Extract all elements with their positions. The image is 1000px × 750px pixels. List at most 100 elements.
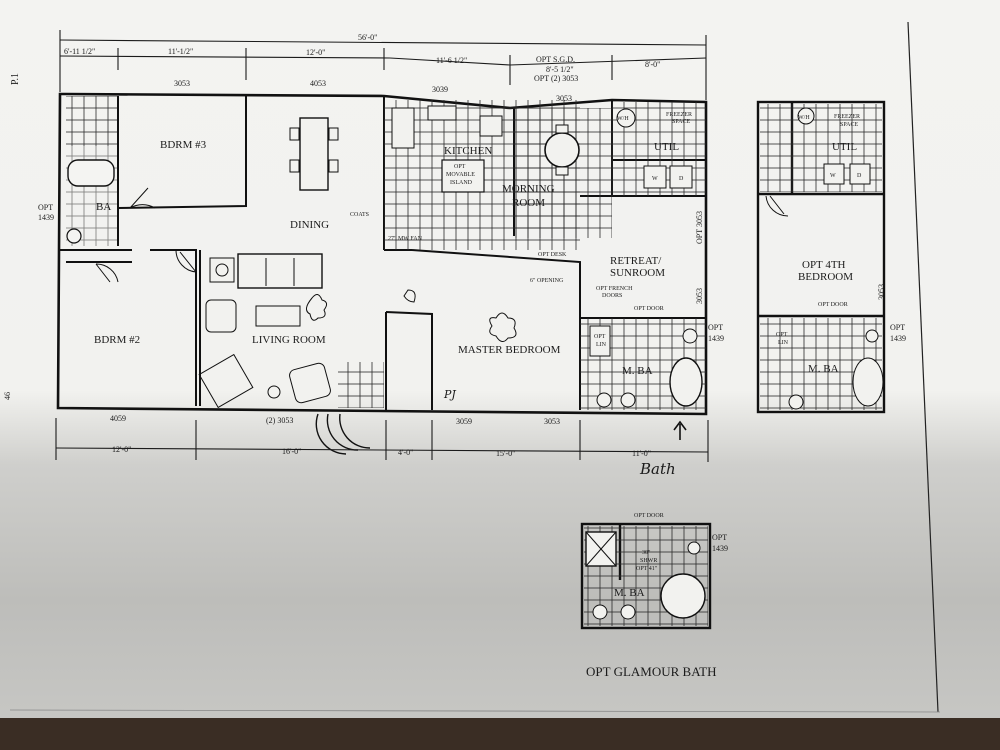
room-label-ba: BA — [96, 201, 111, 213]
dim-bottom-2: 16'-0" — [282, 447, 301, 456]
chair-icon — [289, 127, 300, 141]
stove-icon — [479, 115, 503, 137]
dining-table-icon — [299, 117, 329, 191]
door-swing-icon — [95, 263, 119, 283]
opt-lin-label-2: LIN — [596, 342, 607, 348]
end-table-icon — [209, 257, 235, 283]
opt-french-label-1: OPT FRENCH — [596, 286, 633, 292]
fridge-icon — [391, 107, 415, 149]
door-swing-icon — [403, 289, 416, 303]
alt-opt-lin-2: LIN — [778, 340, 789, 346]
opt-desk-label: OPT DESK — [538, 252, 567, 258]
shower-label-2: SHWR — [640, 558, 657, 564]
alt-opt-1439-1: OPT — [890, 323, 905, 332]
bath-top-tile — [66, 96, 118, 146]
room-label-dining: DINING — [290, 219, 329, 231]
island-label-2: MOVABLE — [446, 172, 475, 178]
room-label-mba: M. BA — [622, 365, 653, 377]
linen-closet-icon — [589, 325, 611, 357]
window-master-bottom-right: 3053 — [544, 417, 560, 426]
water-heater-icon — [797, 107, 815, 125]
room-label-retreat-2: SUNROOM — [610, 267, 665, 279]
glamour-bath-title: OPT GLAMOUR BATH — [586, 664, 717, 679]
window-master-bottom-left: 3059 — [456, 417, 472, 426]
sink-icon — [596, 392, 612, 408]
glamour-opt-door-label: OPT DOOR — [634, 513, 664, 519]
chair-icon — [555, 166, 569, 176]
chair-icon — [289, 159, 300, 173]
dim-top-5: 8'-0" — [645, 60, 660, 69]
toilet-icon — [682, 328, 698, 344]
door-swing-icon — [129, 187, 156, 209]
alt-freezer-label-1: FREEZER — [834, 114, 860, 120]
opt-sgd-title: OPT S.G.D. — [536, 55, 575, 64]
round-table-icon — [544, 132, 580, 168]
table-surface — [0, 718, 1000, 750]
door-swing-icon — [765, 195, 789, 217]
dim-bottom-3: 4'-0" — [398, 448, 413, 457]
dim-bottom-4: 15'-0" — [496, 449, 515, 458]
washer-label: W — [652, 176, 658, 182]
freezer-label-2: SPACE — [672, 119, 690, 125]
handwritten-bath-note: Bath — [639, 460, 676, 478]
window-kitchen-top: 3039 — [432, 85, 448, 94]
room-label-alt-bedroom-1: OPT 4TH — [802, 259, 846, 271]
entry-tile — [338, 362, 384, 408]
room-label-alt-mba: M. BA — [808, 363, 839, 375]
room-label-glamour-mba: M. BA — [614, 587, 645, 599]
flower-icon — [306, 294, 328, 321]
chair-icon — [555, 124, 569, 134]
window-dining-top: 4053 — [310, 79, 326, 88]
shower-label-1: 30" — [642, 550, 651, 556]
coffee-table-icon — [255, 305, 301, 327]
alt-dryer-label: D — [857, 173, 862, 179]
dryer-label: D — [679, 176, 684, 182]
overall-width-dim: 56'-0" — [358, 33, 377, 42]
bottom-dimension-lines — [55, 418, 709, 462]
room-label-bdrm3: BDRM #3 — [160, 139, 207, 151]
toilet-icon — [66, 228, 82, 244]
dim-top-1: 6'-11 1/2" — [64, 47, 95, 56]
alt-opt-lin-1: OPT — [776, 332, 788, 338]
room-label-kitchen: KITCHEN — [444, 145, 492, 157]
dryer-icon — [849, 163, 871, 185]
water-heater-icon — [616, 108, 636, 128]
opt-1439-left-2: 1439 — [38, 213, 54, 222]
dim-bottom-1: 12'-0" — [112, 445, 131, 454]
opt-1439-left-1: OPT — [38, 203, 53, 212]
room-label-util: UTIL — [654, 141, 679, 153]
room-label-bdrm2: BDRM #2 — [94, 334, 140, 346]
alt-window-right: 3053 — [877, 284, 886, 300]
room-label-retreat-1: RETREAT/ — [610, 255, 662, 267]
opt-sgd-dim: 8'-5 1/2" — [546, 65, 574, 74]
sink-icon — [592, 604, 608, 620]
armchair-icon — [205, 299, 237, 333]
door-swing-icon — [175, 249, 197, 273]
room-label-master: MASTER BEDROOM — [458, 344, 561, 356]
glamour-opt-1439-1: OPT — [712, 533, 727, 542]
dryer-icon — [669, 165, 693, 189]
dim-bottom-5: 11'-0" — [632, 449, 651, 458]
sink-icon — [620, 604, 636, 620]
sheet-border-line — [907, 21, 939, 713]
toilet-icon — [687, 541, 701, 555]
alt-opt-door-label: OPT DOOR — [818, 302, 848, 308]
top-dimension-lines — [59, 30, 707, 100]
opening-label: 6" OPENING — [530, 278, 564, 284]
island-label-1: OPT — [454, 164, 466, 170]
tv-cabinet-icon — [198, 353, 254, 409]
opt-french-label-2: DOORS — [602, 293, 622, 299]
opt-1439-right-2: 1439 — [708, 334, 724, 343]
sink-icon — [788, 394, 804, 410]
room-label-living: LIVING ROOM — [252, 334, 326, 346]
shower-label-3: OPT 41" — [636, 566, 658, 572]
handwritten-initials: PJ — [443, 388, 456, 401]
entry-door-swing-icon — [315, 413, 371, 455]
opt-sgd-window: OPT (2) 3053 — [534, 74, 578, 83]
island-label-3: ISLAND — [450, 180, 473, 186]
tub-icon — [67, 159, 115, 187]
dim-top-4: 11'-6 1/2" — [436, 56, 467, 65]
fan-label: 27" MW FAN — [388, 236, 423, 242]
tub-icon — [852, 357, 884, 407]
